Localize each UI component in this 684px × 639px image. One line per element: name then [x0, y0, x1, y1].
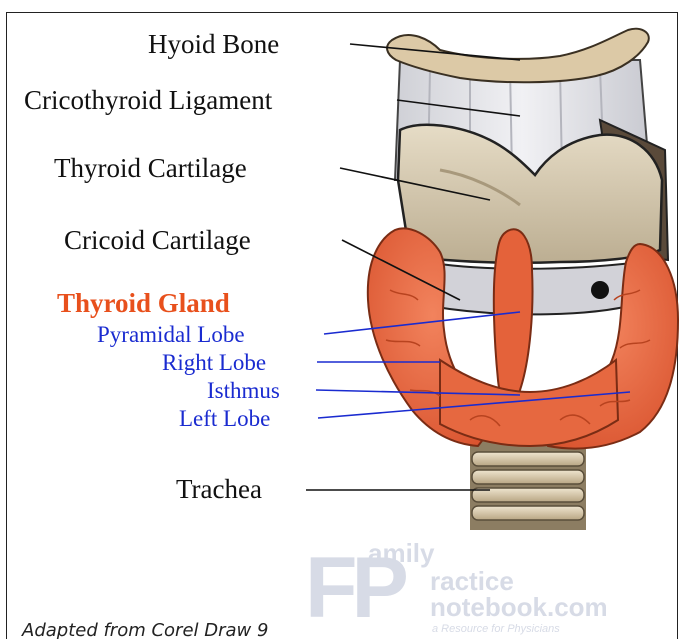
label-cricoid-cartilage: Cricoid Cartilage	[64, 227, 251, 254]
label-cricothyroid-ligament: Cricothyroid Ligament	[24, 87, 272, 114]
credit-caption: Adapted from Corel Draw 9	[22, 620, 268, 639]
label-thyroid-gland: Thyroid Gland	[57, 290, 230, 317]
label-isthmus: Isthmus	[207, 379, 280, 402]
trachea	[470, 440, 586, 530]
label-pyramidal-lobe: Pyramidal Lobe	[97, 323, 245, 346]
label-thyroid-cartilage: Thyroid Cartilage	[54, 155, 247, 182]
label-hyoid-bone: Hyoid Bone	[148, 31, 279, 58]
label-right-lobe: Right Lobe	[162, 351, 266, 374]
pyramidal-lobe	[494, 229, 533, 402]
thyroid-gland	[368, 228, 678, 448]
label-left-lobe: Left Lobe	[179, 407, 270, 430]
label-trachea: Trachea	[176, 476, 262, 503]
cricoid-cartilage	[428, 262, 650, 314]
isthmus	[440, 360, 618, 446]
